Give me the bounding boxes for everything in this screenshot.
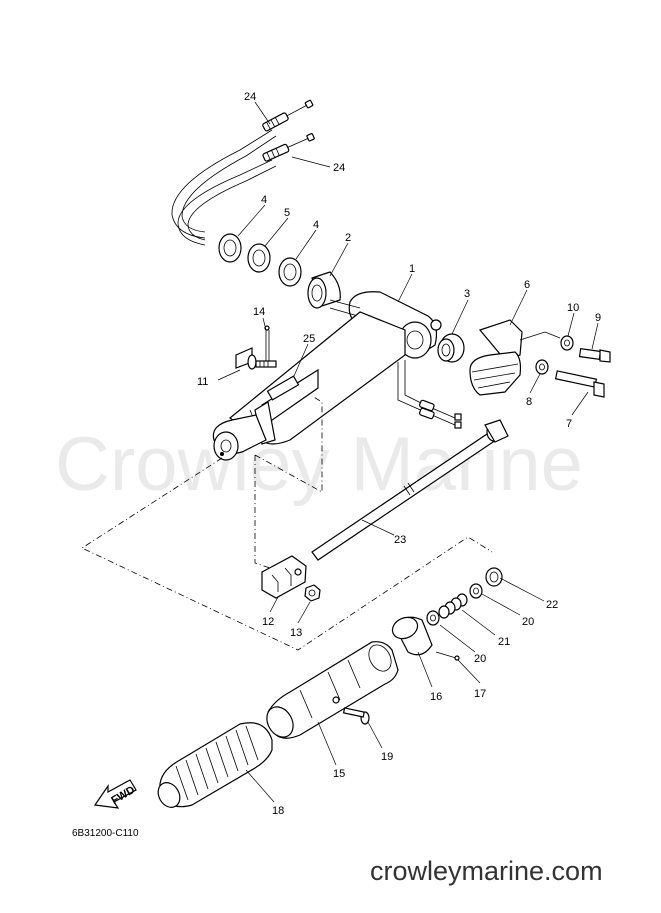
callout-4a: 4: [261, 194, 267, 206]
thumb-screw-11: [235, 347, 277, 370]
throttle-grip-18: [157, 722, 273, 808]
leader-lines: [217, 101, 599, 803]
throttle-cables: [171, 99, 315, 246]
callout-8: 8: [526, 396, 532, 408]
friction-block-6: [469, 319, 523, 396]
callout-24b: 24: [333, 162, 345, 174]
callout-3: 3: [464, 288, 470, 300]
bushing-2: [307, 271, 341, 309]
callout-21: 21: [498, 636, 510, 648]
callout-14: 14: [253, 306, 265, 318]
nut-13: [304, 584, 321, 602]
washer-20b: [426, 610, 440, 626]
callout-10: 10: [567, 302, 579, 314]
washer-10: [560, 335, 574, 351]
callout-9: 9: [595, 312, 601, 324]
shift-bracket-12: [261, 555, 307, 599]
callout-25: 25: [303, 333, 315, 345]
screw-19: [342, 707, 370, 725]
grip-housing-15: [266, 641, 399, 739]
bolt-7: [554, 370, 605, 398]
throttle-shaft-23: [311, 419, 509, 561]
callout-23: 23: [394, 534, 406, 546]
bushing-22: [485, 567, 503, 587]
washer-8: [535, 359, 549, 375]
callout-20b: 20: [474, 653, 486, 665]
callout-12: 12: [262, 616, 274, 628]
callout-22: 22: [546, 599, 558, 611]
washer-4b: [278, 257, 302, 287]
pin-17: [435, 651, 460, 661]
diagram-code: 6B31200-C110: [72, 828, 139, 839]
spring-21: [438, 593, 468, 619]
collar-16: [391, 616, 433, 656]
callout-20a: 20: [522, 616, 534, 628]
washer-5: [247, 243, 271, 273]
callout-15: 15: [333, 768, 345, 780]
callout-16: 16: [430, 691, 442, 703]
callout-11: 11: [197, 376, 208, 388]
callout-7: 7: [566, 418, 572, 430]
fwd-label: FWD: [109, 784, 137, 807]
washer-4a: [218, 233, 242, 263]
callout-17: 17: [474, 688, 486, 700]
steering-arm-25: [212, 311, 406, 461]
callout-18: 18: [272, 805, 284, 817]
callout-2: 2: [345, 232, 351, 244]
callout-4b: 4: [313, 219, 319, 231]
washer-20a: [469, 583, 483, 599]
bolt-9: [578, 347, 611, 363]
callout-13: 13: [290, 627, 302, 639]
collar-3: [437, 333, 465, 363]
pin-14: [264, 325, 270, 362]
callout-numbers: 24 24 4 5 4 2 1 3 6 10 9 8 7 14 25 11 23…: [197, 91, 601, 817]
callout-19: 19: [381, 751, 393, 763]
callout-5: 5: [284, 207, 290, 219]
steering-bracket-1: [329, 291, 462, 429]
callout-24a: 24: [244, 91, 256, 103]
callout-6: 6: [524, 279, 530, 291]
callout-1: 1: [409, 263, 415, 275]
fwd-arrow-icon: FWD: [93, 779, 137, 809]
footer-url: crowleymarine.com: [370, 856, 603, 886]
